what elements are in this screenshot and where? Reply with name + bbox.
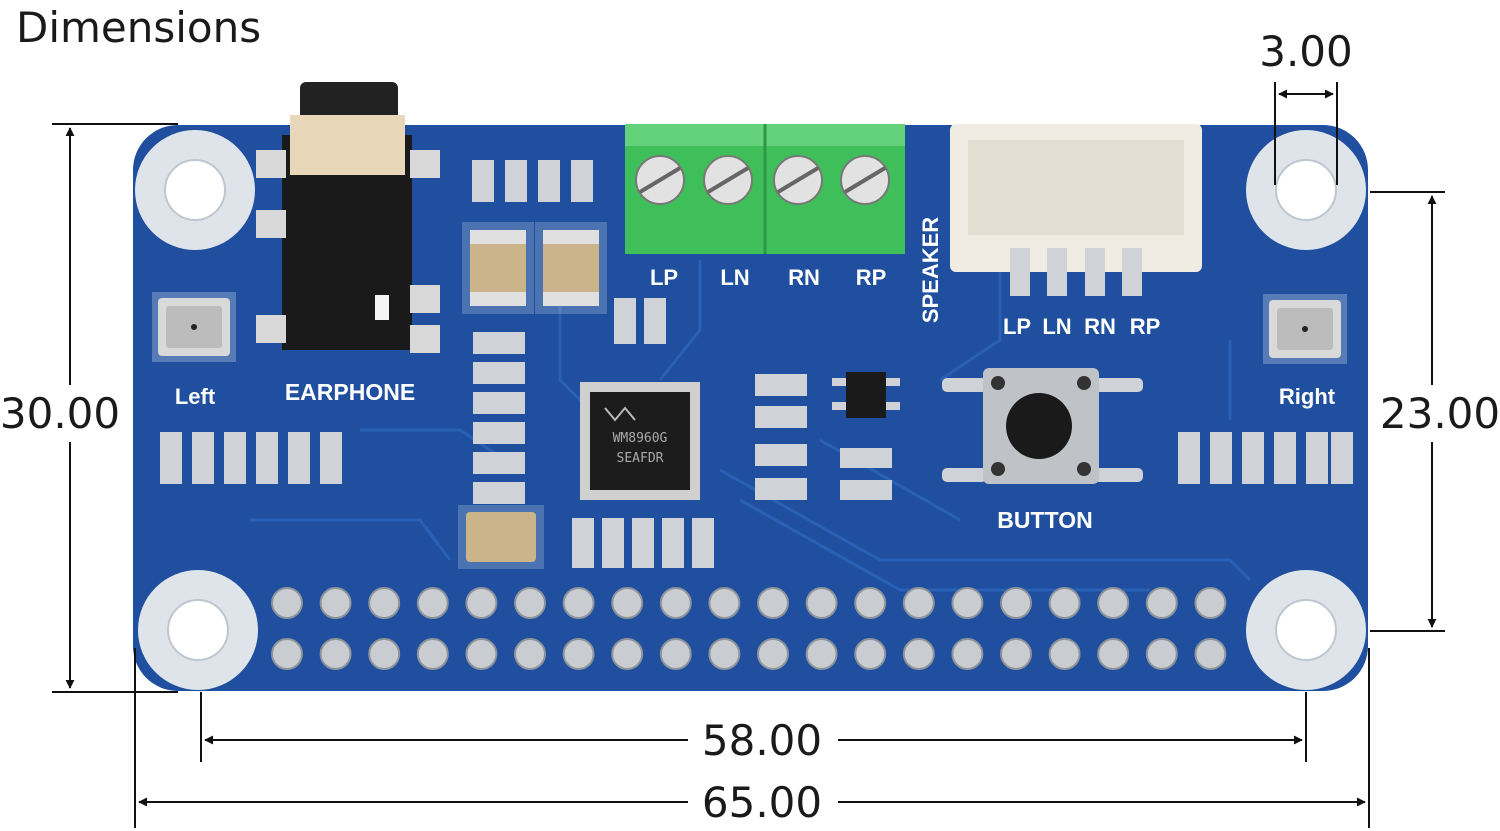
mounting-hole-bottom-left <box>138 570 258 690</box>
earphone-jack <box>256 82 440 353</box>
transistor <box>832 372 900 418</box>
label-earphone: EARPHONE <box>285 379 415 405</box>
label-speaker: SPEAKER <box>918 217 943 323</box>
gpio-pin <box>1145 587 1178 619</box>
pcb-board: WM8960G SEAFDR <box>133 82 1368 691</box>
gpio-pin <box>1000 638 1032 670</box>
gpio-pin <box>611 587 644 619</box>
smd-pair-middle <box>614 298 666 344</box>
label-terminal-rp: RP <box>856 265 887 290</box>
chip-marking-1: WM8960G <box>613 431 668 446</box>
gpio-pin <box>514 638 546 670</box>
gpio-pin <box>368 638 401 670</box>
gpio-pin <box>416 587 449 619</box>
mic-right <box>1263 294 1347 364</box>
gpio-pin <box>1097 587 1130 619</box>
gpio-pin <box>902 638 935 670</box>
dim-total-height: 30.00 <box>0 389 120 438</box>
tactile-button <box>942 368 1143 484</box>
gpio-header <box>271 587 1227 670</box>
gpio-pin <box>1048 587 1081 619</box>
page-title: Dimensions <box>16 3 261 52</box>
gpio-pin <box>854 587 887 619</box>
mic-left <box>152 292 236 362</box>
gpio-pin <box>708 638 741 670</box>
label-left: Left <box>175 384 216 409</box>
crystal <box>458 505 544 569</box>
gpio-pin <box>319 638 352 670</box>
gpio-pin <box>368 587 401 619</box>
gpio-pin <box>659 587 692 619</box>
gpio-pin <box>757 638 789 670</box>
dim-hole-diameter: 3.00 <box>1259 27 1353 76</box>
dim-hole-spacing-horizontal: 58.00 <box>702 716 822 765</box>
gpio-pin <box>1194 587 1227 619</box>
label-header-lp: LP <box>1003 314 1031 339</box>
label-terminal-lp: LP <box>650 265 678 290</box>
gpio-pin <box>805 587 838 619</box>
gpio-pin <box>465 587 498 619</box>
gpio-pin <box>854 638 887 670</box>
gpio-pin <box>271 587 303 619</box>
chip-marking-2: SEAFDR <box>617 451 664 466</box>
capacitor-1 <box>462 222 534 314</box>
smd-row-right <box>1178 432 1353 484</box>
gpio-pin <box>465 638 498 670</box>
gpio-pin <box>514 587 546 619</box>
gpio-pin <box>1097 638 1130 670</box>
gpio-pin <box>1145 638 1178 670</box>
dim-total-width: 65.00 <box>702 778 822 827</box>
gpio-pin <box>562 638 595 670</box>
smd-column-center <box>755 374 807 500</box>
smd-row-bottom <box>572 518 714 568</box>
gpio-pin <box>805 638 838 670</box>
gpio-pin <box>1048 638 1081 670</box>
smd-row-left <box>160 432 342 484</box>
speaker-pin-header <box>950 124 1202 296</box>
mounting-hole-top-right <box>1246 130 1366 250</box>
label-terminal-rn: RN <box>788 265 820 290</box>
gpio-pin <box>611 638 644 670</box>
gpio-pin <box>271 638 303 670</box>
gpio-pin <box>902 587 935 619</box>
mounting-hole-bottom-right <box>1246 570 1366 690</box>
gpio-pin <box>951 587 984 619</box>
smd-column-left <box>473 332 525 504</box>
gpio-pin <box>951 638 984 670</box>
codec-chip: WM8960G SEAFDR <box>580 382 700 500</box>
gpio-pin <box>1000 587 1032 619</box>
dim-hole-spacing-vertical: 23.00 <box>1380 389 1500 438</box>
gpio-pin <box>319 587 352 619</box>
smd-cluster-center <box>840 448 892 500</box>
gpio-pin <box>757 587 789 619</box>
label-header-rp: RP <box>1130 314 1161 339</box>
gpio-pin <box>708 587 741 619</box>
gpio-pin <box>1194 638 1227 670</box>
gpio-pin <box>562 587 595 619</box>
label-terminal-ln: LN <box>720 265 749 290</box>
dimension-annotations <box>52 82 1445 828</box>
label-header-ln: LN <box>1042 314 1071 339</box>
capacitor-2 <box>535 222 607 314</box>
gpio-pin <box>659 638 692 670</box>
label-button: BUTTON <box>997 507 1092 533</box>
speaker-terminal-block <box>625 124 905 254</box>
smd-row-top <box>472 160 593 202</box>
label-right: Right <box>1279 384 1336 409</box>
mounting-hole-top-left <box>135 130 255 250</box>
gpio-pin <box>416 638 449 670</box>
label-header-rn: RN <box>1084 314 1116 339</box>
